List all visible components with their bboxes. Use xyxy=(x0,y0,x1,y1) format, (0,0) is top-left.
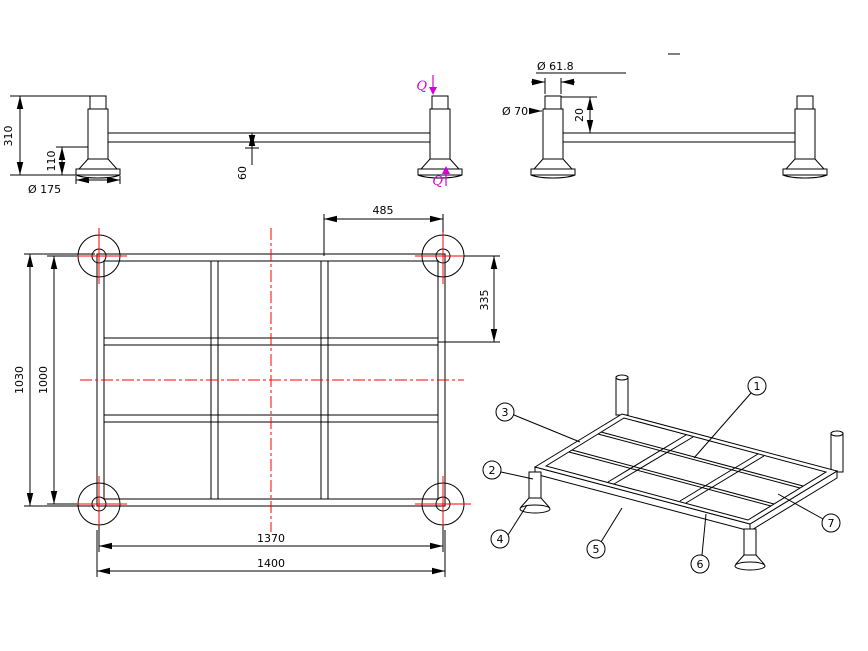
balloon-number: 5 xyxy=(593,543,600,556)
dim-cap-diameter: Ø 61.8 xyxy=(531,60,626,94)
corner-foot-bottom-right xyxy=(415,476,471,532)
front-cross-bar xyxy=(107,132,431,143)
dim-overall-depth: 1030 xyxy=(13,253,95,507)
dimension-label: 1400 xyxy=(257,557,285,570)
dimension-label: 1000 xyxy=(37,366,50,394)
balloon-circle xyxy=(586,539,606,559)
dim-foot-diameter: Ø 175 xyxy=(28,176,121,196)
balloon-2: 2 xyxy=(482,460,502,480)
deck-top-face xyxy=(533,413,839,525)
section-label: Q xyxy=(416,79,427,94)
foot-tube xyxy=(528,471,542,499)
dimension-label: 110 xyxy=(45,151,58,172)
section-arrow xyxy=(442,166,450,174)
dimension-label: Ø 61.8 xyxy=(537,60,574,73)
balloon-1: 1 xyxy=(747,376,767,396)
extension-lines xyxy=(245,147,259,165)
extension-lines xyxy=(47,255,77,505)
section-arrow xyxy=(429,87,437,95)
balloon-circle xyxy=(747,376,767,396)
dimension-label: 310 xyxy=(2,126,15,147)
deck-grid-bars xyxy=(544,417,828,521)
foot-tube xyxy=(743,528,757,556)
dim-overall-width: 1400 xyxy=(96,530,446,577)
dim-leg-pitch-depth: 1000 xyxy=(37,255,77,505)
balloon-3: 3 xyxy=(495,402,515,422)
section-mark-top: Q xyxy=(416,75,437,95)
isometric-view: 1 2 3 4 5 6 7 xyxy=(482,374,844,574)
post-top xyxy=(830,430,844,437)
dimension-label: 1370 xyxy=(257,532,285,545)
dim-leg-diameter: Ø 70 xyxy=(502,105,542,118)
center-cross xyxy=(71,228,127,284)
dim-lower-height: 110 xyxy=(45,146,88,175)
iso-post-back xyxy=(615,374,629,416)
foot-base xyxy=(519,504,551,514)
balloon-number: 6 xyxy=(697,558,704,571)
balloon-circle xyxy=(490,529,510,549)
extension-lines xyxy=(536,72,626,94)
side-elevation-view: Ø 61.8 Ø 70 20 xyxy=(502,53,828,179)
balloon-circle xyxy=(495,402,515,422)
extension-lines xyxy=(10,95,90,176)
plan-view: 485 335 1030 1000 1370 1400 xyxy=(13,204,500,577)
section-mark-bottom: Q xyxy=(432,166,450,189)
dimension-label: 335 xyxy=(478,290,491,311)
balloon-number: 4 xyxy=(497,533,504,546)
balloon-leader-lines xyxy=(500,392,824,556)
post-cylinder xyxy=(830,432,844,473)
section-label: Q xyxy=(432,174,443,189)
extension-lines xyxy=(24,253,95,507)
front-elevation-view: 310 110 Ø 175 60 Q Q xyxy=(2,75,463,196)
balloon-7: 7 xyxy=(821,513,841,533)
dimension-label: 20 xyxy=(573,108,586,122)
balloon-number: 2 xyxy=(489,464,496,477)
dimension-label: 1030 xyxy=(13,366,26,394)
extension-lines xyxy=(323,214,444,256)
balloon-circle xyxy=(821,513,841,533)
balloon-4: 4 xyxy=(490,529,510,549)
balloon-5: 5 xyxy=(586,539,606,559)
corner-foot-top-right xyxy=(415,228,471,284)
post-top xyxy=(615,374,629,381)
balloon-number: 1 xyxy=(754,380,761,393)
centerlines xyxy=(80,228,464,532)
dim-pocket-depth: 335 xyxy=(438,255,500,343)
balloon-number: 7 xyxy=(828,517,835,530)
side-cross-bar xyxy=(562,132,796,143)
iso-post-right xyxy=(830,430,844,473)
dim-bar-offset: 60 xyxy=(236,133,259,180)
dimension-label: Ø 175 xyxy=(28,183,61,196)
balloon-number: 3 xyxy=(502,406,509,419)
foot-base xyxy=(734,561,766,571)
iso-foot-front xyxy=(734,528,766,571)
iso-foot-left xyxy=(519,471,551,514)
dimension-label: 60 xyxy=(236,166,249,180)
post-cylinder xyxy=(615,376,629,416)
center-cross xyxy=(71,476,127,532)
balloon-6: 6 xyxy=(690,554,710,574)
dim-total-height: 310 xyxy=(2,95,90,176)
center-cross xyxy=(415,228,471,284)
balloon-circle xyxy=(482,460,502,480)
corner-foot-bottom-left xyxy=(71,476,127,532)
center-cross xyxy=(415,476,471,532)
dim-pocket-width: 485 xyxy=(323,204,444,256)
dim-step: 20 xyxy=(561,96,597,134)
dimension-label: 485 xyxy=(373,204,394,217)
balloon-circle xyxy=(690,554,710,574)
corner-foot-top-left xyxy=(71,228,127,284)
dim-leg-pitch-width: 1370 xyxy=(98,526,444,552)
dimension-label: Ø 70 xyxy=(502,105,528,118)
